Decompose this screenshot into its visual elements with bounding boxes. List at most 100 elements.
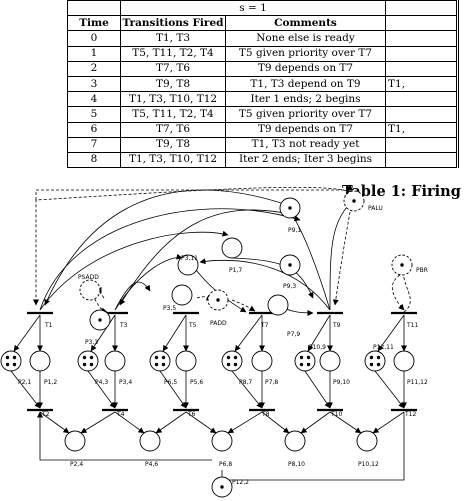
token <box>400 263 404 267</box>
transition-label-t2: T2 <box>41 411 50 418</box>
place-label-p311: P3,11 <box>181 255 198 262</box>
transition-label-t8: T8 <box>261 411 270 418</box>
arc <box>227 411 263 434</box>
token <box>98 318 102 322</box>
token <box>12 362 17 367</box>
token <box>352 199 356 203</box>
table-cell-comment: Iter 2 ends; Iter 3 begins <box>224 151 387 169</box>
arc <box>39 230 229 311</box>
place-label-palu: PALU <box>368 205 383 212</box>
place-label-p810: P8,10 <box>288 461 305 468</box>
arc <box>391 274 405 311</box>
token <box>82 355 87 360</box>
arc <box>13 314 41 352</box>
place-label-p65: P6,5 <box>164 379 177 386</box>
place-p79 <box>267 294 289 316</box>
arc <box>114 281 151 311</box>
table-caption: Table 1: Firing <box>342 183 461 200</box>
arc <box>231 299 256 312</box>
place-label-p109: P10,9 <box>309 344 326 351</box>
table-cell-comment: Iter 1 ends; 2 begins <box>224 91 387 108</box>
token <box>5 355 10 360</box>
place-label-p12: P1,2 <box>44 379 57 386</box>
place-label-p56: P5,6 <box>190 379 203 386</box>
table-cell-time: 8 <box>67 151 121 169</box>
token <box>233 362 238 367</box>
token <box>82 362 87 367</box>
column-header-comments: Comments <box>224 15 387 32</box>
place-label-p1112: P11,12 <box>407 379 428 386</box>
place-p56 <box>175 350 197 372</box>
arc <box>162 314 187 352</box>
arc <box>231 370 263 409</box>
arc <box>372 411 405 434</box>
arc <box>37 411 212 461</box>
arc <box>374 370 405 409</box>
table-cell-transitions: T1, T3 <box>120 30 226 47</box>
place-label-p87: P8,7 <box>239 379 252 386</box>
transition-label-t12: T12 <box>404 411 416 418</box>
place-label-p35: P3,5 <box>163 305 176 312</box>
place-label-padd: PADD <box>210 320 227 327</box>
table-cell-transitions: T9, T8 <box>120 75 226 93</box>
transition-label-t6: T6 <box>187 411 196 418</box>
place-p78 <box>251 350 273 372</box>
token <box>154 355 159 360</box>
place-label-p24: P2,4 <box>70 461 83 468</box>
place-label-p910: P9,10 <box>333 379 350 386</box>
token <box>233 355 238 360</box>
arc <box>155 411 187 434</box>
token <box>369 362 374 367</box>
place-p311 <box>177 254 199 276</box>
token <box>89 355 94 360</box>
arc <box>90 314 116 352</box>
place-label-psadd: PSADD <box>78 274 99 281</box>
token <box>306 362 311 367</box>
place-p21 <box>0 350 22 372</box>
arc <box>377 314 405 352</box>
token <box>288 206 292 210</box>
arc <box>221 412 405 481</box>
transition-label-t11: T11 <box>406 322 418 329</box>
transition-label-t1: T1 <box>44 322 53 329</box>
token <box>306 355 311 360</box>
place-label-p34: P3,4 <box>119 379 132 386</box>
place-p34 <box>104 350 126 372</box>
arc <box>35 189 350 200</box>
arc <box>332 211 351 306</box>
place-label-p33: P3,3 <box>85 339 98 346</box>
token <box>288 263 292 267</box>
place-label-p21: P2,1 <box>18 379 31 386</box>
arc <box>329 411 362 434</box>
table-cell-comment: T9 depends on T7 <box>224 121 387 138</box>
arc <box>300 411 331 434</box>
place-label-pbr: PBR <box>416 267 428 274</box>
arc <box>44 189 291 306</box>
place-p35 <box>171 284 193 306</box>
place-p1112 <box>393 350 415 372</box>
place-label-p17: P1,7 <box>229 267 242 274</box>
arc <box>87 370 116 409</box>
place-p43 <box>77 350 99 372</box>
transition-label-t5: T5 <box>188 322 197 329</box>
place-label-p68: P6,8 <box>219 461 232 468</box>
arc <box>114 411 145 434</box>
place-label-p79: P7,9 <box>287 331 300 338</box>
arc <box>39 411 70 434</box>
arc <box>196 294 213 301</box>
place-label-p122: P12,2 <box>232 479 249 486</box>
transition-label-t10: T10 <box>330 411 342 418</box>
token <box>226 355 231 360</box>
token <box>220 485 224 489</box>
token <box>226 362 231 367</box>
